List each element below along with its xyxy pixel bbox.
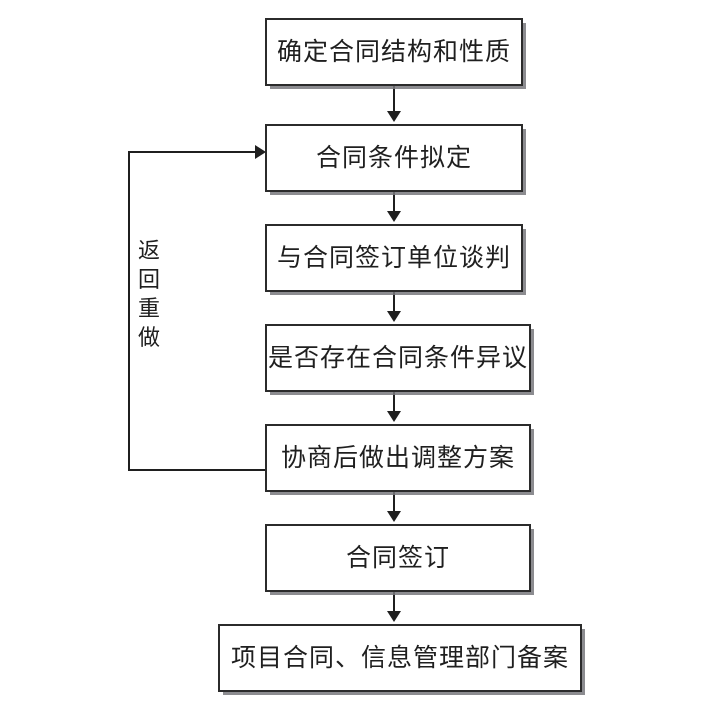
connector-n1-n2-arrowhead — [387, 111, 401, 122]
connector-n5-n6-arrowhead — [387, 511, 401, 522]
process-box-file-with-management-department[interactable]: 项目合同、信息管理部门备案 — [218, 624, 582, 692]
process-box-label: 合同签订 — [345, 544, 450, 572]
process-box-determine-contract-structure[interactable]: 确定合同结构和性质 — [265, 18, 523, 86]
process-box-label: 协商后做出调整方案 — [280, 444, 515, 472]
connector-n5-n6 — [393, 492, 395, 513]
process-box-label: 是否存在合同条件异议 — [267, 344, 528, 372]
feedback-loop-label-char-4: 做 — [137, 325, 160, 351]
connector-n3-n4-arrowhead — [387, 311, 401, 322]
feedback-loop-top-segment — [128, 151, 257, 153]
connector-n2-n3 — [393, 192, 395, 213]
connector-n6-n7-arrowhead — [387, 611, 401, 622]
process-box-label: 项目合同、信息管理部门备案 — [230, 644, 569, 672]
feedback-loop-label-char-1: 返 — [137, 238, 160, 263]
process-box-label: 确定合同结构和性质 — [276, 38, 511, 66]
connector-n4-n5-arrowhead — [387, 411, 401, 422]
connector-n4-n5 — [393, 392, 395, 413]
process-box-check-terms-objection[interactable]: 是否存在合同条件异议 — [265, 324, 531, 392]
process-box-contract-signing[interactable]: 合同签订 — [265, 524, 531, 592]
feedback-loop-label-char-2: 回 — [137, 267, 160, 293]
feedback-loop-vertical-segment — [128, 151, 130, 471]
feedback-loop-arrowhead — [255, 145, 266, 159]
feedback-loop-bottom-segment — [128, 469, 267, 471]
connector-n1-n2 — [393, 86, 395, 113]
process-box-adjustment-plan-after-negotiation[interactable]: 协商后做出调整方案 — [265, 424, 531, 492]
connector-n3-n4 — [393, 292, 395, 313]
process-box-label: 与合同签订单位谈判 — [276, 244, 511, 272]
connector-n2-n3-arrowhead — [387, 211, 401, 222]
feedback-loop-label-char-3: 重 — [137, 296, 160, 322]
process-box-label: 合同条件拟定 — [315, 144, 472, 172]
process-box-draft-contract-terms[interactable]: 合同条件拟定 — [265, 124, 523, 192]
feedback-loop-label: 返 回 重 做 — [134, 236, 164, 352]
connector-n6-n7 — [393, 592, 395, 613]
process-box-negotiate-with-signing-party[interactable]: 与合同签订单位谈判 — [265, 224, 523, 292]
